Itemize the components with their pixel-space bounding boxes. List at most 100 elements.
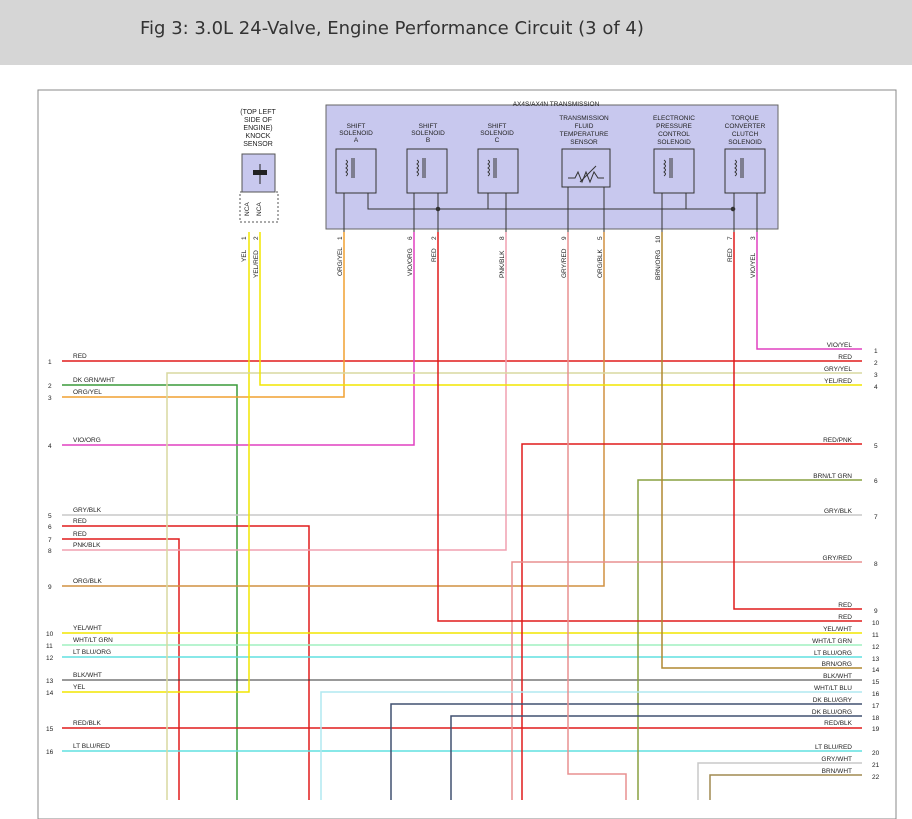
wire-l7-red xyxy=(62,538,180,800)
svg-text:TORQUE: TORQUE xyxy=(731,115,759,122)
knock-sensor-element-icon xyxy=(253,170,267,175)
wire-l2-dkgrnwht xyxy=(62,384,238,800)
right-pin-15-num: 15 xyxy=(872,679,880,686)
figure-title: Fig 3: 3.0L 24-Valve, Engine Performance… xyxy=(140,18,644,39)
right-pin-16-num: 16 xyxy=(872,691,880,698)
svg-text:A: A xyxy=(354,137,359,144)
wire-l14-yel xyxy=(62,232,250,693)
shift-solenoid-a: SHIFT SOLENOID A xyxy=(339,123,373,144)
wire-r5-redpnk xyxy=(521,443,862,800)
svg-text:B: B xyxy=(426,137,430,144)
shift-solenoid-b: SHIFT SOLENOID B xyxy=(411,123,445,144)
right-pin-5-num: 5 xyxy=(874,443,878,450)
svg-text:TEMPERATURE: TEMPERATURE xyxy=(560,131,609,138)
left-pin-6-num: 6 xyxy=(48,524,52,531)
right-pin-1-num: 1 xyxy=(874,348,878,355)
left-pin-12-label: LT BLU/ORG xyxy=(73,649,111,656)
wire-l3-orgyel xyxy=(62,232,345,398)
left-pin-7-label: RED xyxy=(73,531,87,538)
wire-r3-gryyel xyxy=(166,372,862,800)
right-pin-8-num: 8 xyxy=(874,561,878,568)
right-pin-3-label: GRY/YEL xyxy=(824,366,852,373)
trans-pin-9-color: GRY/RED xyxy=(561,248,568,278)
svg-text:SENSOR: SENSOR xyxy=(570,139,598,146)
wire-r6-brnltgrn xyxy=(637,479,862,800)
svg-text:CLUTCH: CLUTCH xyxy=(732,131,759,138)
left-connector-labels: 1 RED 2 DK GRN/WHT 3 ORG/YEL 4 VIO/ORG 5… xyxy=(46,353,115,756)
right-pin-11-num: 11 xyxy=(872,632,879,639)
left-pin-3-num: 3 xyxy=(48,395,52,402)
left-pin-8-label: PNK/BLK xyxy=(73,542,101,549)
trans-pin-1-color: ORG/YEL xyxy=(337,247,344,276)
trans-pin-6-color: VIO/ORG xyxy=(407,248,414,276)
svg-text:SOLENOID: SOLENOID xyxy=(339,130,373,137)
right-pin-10-label: RED xyxy=(838,614,852,621)
left-pin-16-num: 16 xyxy=(46,749,54,756)
wire-r16-whtltblu xyxy=(320,691,862,800)
wire-r17-dkblugry xyxy=(390,703,862,800)
left-pin-2-label: DK GRN/WHT xyxy=(73,377,115,384)
trans-pin-2-num: 2 xyxy=(431,236,438,240)
left-pin-2-num: 2 xyxy=(48,383,52,390)
svg-text:SOLENOID: SOLENOID xyxy=(728,139,762,146)
fluid-temp-sensor: TRANSMISSION FLUID TEMPERATURE SENSOR xyxy=(559,115,609,146)
wires xyxy=(62,232,862,800)
wire-r8-gryred xyxy=(511,561,862,800)
knock-sensor-label-2: SIDE OF xyxy=(244,117,272,124)
trans-pin-10-color: BRN/ORG xyxy=(655,250,662,280)
right-pin-1-label: VIO/YEL xyxy=(827,342,853,349)
knock-sensor-label-1: (TOP LEFT xyxy=(240,109,276,116)
diagram-frame xyxy=(37,89,897,819)
left-pin-5-num: 5 xyxy=(48,513,52,520)
left-pin-9-num: 9 xyxy=(48,584,52,591)
svg-text:SHIFT: SHIFT xyxy=(419,123,438,130)
right-pin-22-num: 22 xyxy=(872,774,880,781)
svg-text:SHIFT: SHIFT xyxy=(488,123,507,130)
wire-r9-red xyxy=(733,232,862,610)
transmission-title: AX4S/AX4N TRANSMISSION xyxy=(513,101,600,108)
trans-pin-7-color: RED xyxy=(727,248,734,262)
wire-r14-brnorg xyxy=(661,232,862,669)
knock-sensor-label-5: SENSOR xyxy=(243,141,273,148)
right-pin-14-num: 14 xyxy=(872,667,880,674)
left-pin-3-label: ORG/YEL xyxy=(73,389,102,396)
tcc-solenoid: TORQUE CONVERTER CLUTCH SOLENOID xyxy=(725,115,766,146)
left-pin-8-num: 8 xyxy=(48,548,52,555)
thermistor-icon xyxy=(568,170,604,184)
right-pin-19-label: RED/BLK xyxy=(824,720,852,727)
knock-pin-2-color: YEL/RED xyxy=(253,250,260,278)
svg-text:SOLENOID: SOLENOID xyxy=(657,139,691,146)
right-pin-18-num: 18 xyxy=(872,715,880,722)
right-pin-7-label: GRY/BLK xyxy=(824,508,853,515)
trans-pin-1-num: 1 xyxy=(337,236,344,240)
wire-l8-pnkblk xyxy=(62,232,507,551)
left-pin-12-num: 12 xyxy=(46,655,54,662)
right-pin-12-num: 12 xyxy=(872,644,880,651)
left-pin-13-label: BLK/WHT xyxy=(73,672,102,679)
right-pin-6-label: BRN/LT GRN xyxy=(813,473,852,480)
right-pin-2-num: 2 xyxy=(874,360,878,367)
internal-wiring xyxy=(343,187,758,232)
transmission-box xyxy=(325,104,779,230)
right-pin-13-num: 13 xyxy=(872,656,880,663)
knock-sensor-label-4: KNOCK xyxy=(246,133,271,140)
svg-text:SHIFT: SHIFT xyxy=(347,123,366,130)
left-pin-15-label: RED/BLK xyxy=(73,720,101,727)
right-pin-7-num: 7 xyxy=(874,514,878,521)
trans-pin-9-num: 9 xyxy=(561,236,568,240)
right-pin-18-label: DK BLU/ORG xyxy=(812,709,852,716)
knock-pin-2-num: 2 xyxy=(253,236,260,240)
right-pin-16-label: WHT/LT BLU xyxy=(814,685,852,692)
svg-text:SOLENOID: SOLENOID xyxy=(411,130,445,137)
right-pin-10-num: 10 xyxy=(872,620,880,627)
trans-pin-5-num: 5 xyxy=(597,236,604,240)
svg-text:C: C xyxy=(495,137,500,144)
left-pin-4-num: 4 xyxy=(48,443,52,450)
shift-solenoid-c: SHIFT SOLENOID C xyxy=(480,123,514,144)
knock-sensor-nca-2: NCA xyxy=(256,202,263,216)
knock-sensor: (TOP LEFT SIDE OF ENGINE) KNOCK SENSOR N… xyxy=(239,109,279,278)
svg-text:SOLENOID: SOLENOID xyxy=(480,130,514,137)
right-pin-9-label: RED xyxy=(838,602,852,609)
wire-l6-red xyxy=(62,525,310,800)
